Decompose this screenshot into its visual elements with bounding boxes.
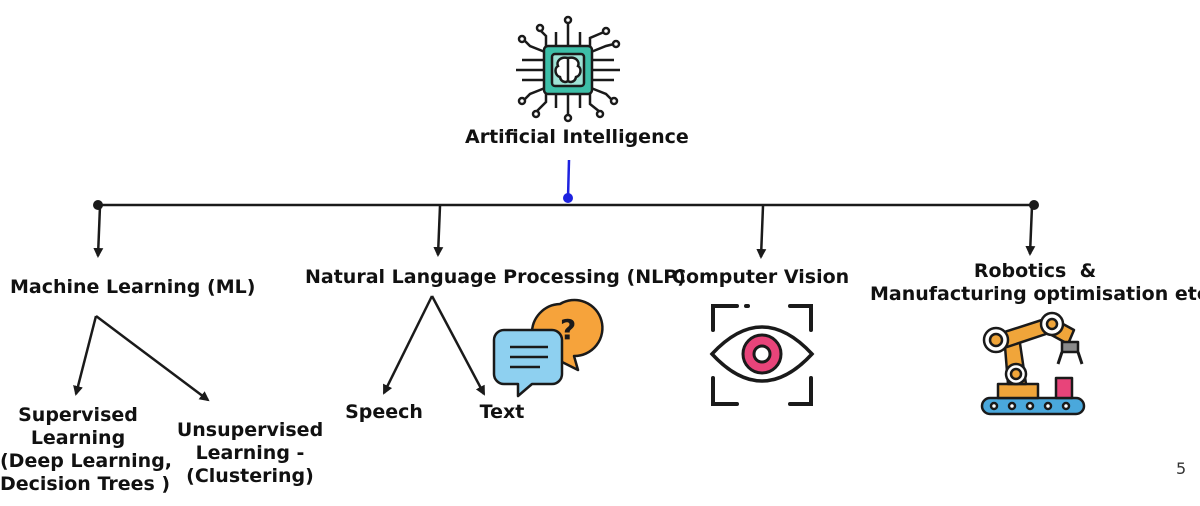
branch-cv-label: Computer Vision xyxy=(672,266,850,288)
branch-nlp-label: Natural Language Processing (NLP) xyxy=(305,266,686,288)
root-label: Artificial Intelligence xyxy=(465,126,689,148)
arrow-to-unsupervised xyxy=(95,315,210,402)
trunk-end-right xyxy=(1029,200,1039,210)
eye-scan-icon xyxy=(709,304,815,406)
arrow-to-cv xyxy=(756,205,767,259)
ai-chip-brain-icon xyxy=(516,15,621,123)
branch-robotics-label: Robotics & Manufacturing optimisation et… xyxy=(870,260,1200,305)
child-speech-label: Speech xyxy=(345,401,423,423)
root-connector xyxy=(566,159,571,199)
branch-ml-label: Machine Learning (ML) xyxy=(10,276,256,298)
svg-text:?: ? xyxy=(560,313,576,346)
trunk-end-left xyxy=(93,200,103,210)
page-number: 5 xyxy=(1176,459,1187,478)
child-text-label: Text xyxy=(479,401,525,423)
robotic-arm-icon xyxy=(980,311,1086,416)
arrow-to-speech xyxy=(382,295,434,395)
arrow-to-text xyxy=(430,295,486,396)
child-unsupervised-label: Unsupervised Learning - (Clustering) xyxy=(176,419,324,487)
arrow-to-ml xyxy=(93,205,104,258)
arrow-to-supervised xyxy=(73,315,98,396)
arrow-to-robotics xyxy=(1025,205,1036,256)
connectors xyxy=(73,159,1039,402)
root-junction xyxy=(563,193,573,203)
chat-question-bubble-icon: ? xyxy=(492,298,604,398)
arrow-to-nlp xyxy=(433,205,444,257)
child-supervised-label: Supervised Learning (Deep Learning, Deci… xyxy=(0,404,173,495)
